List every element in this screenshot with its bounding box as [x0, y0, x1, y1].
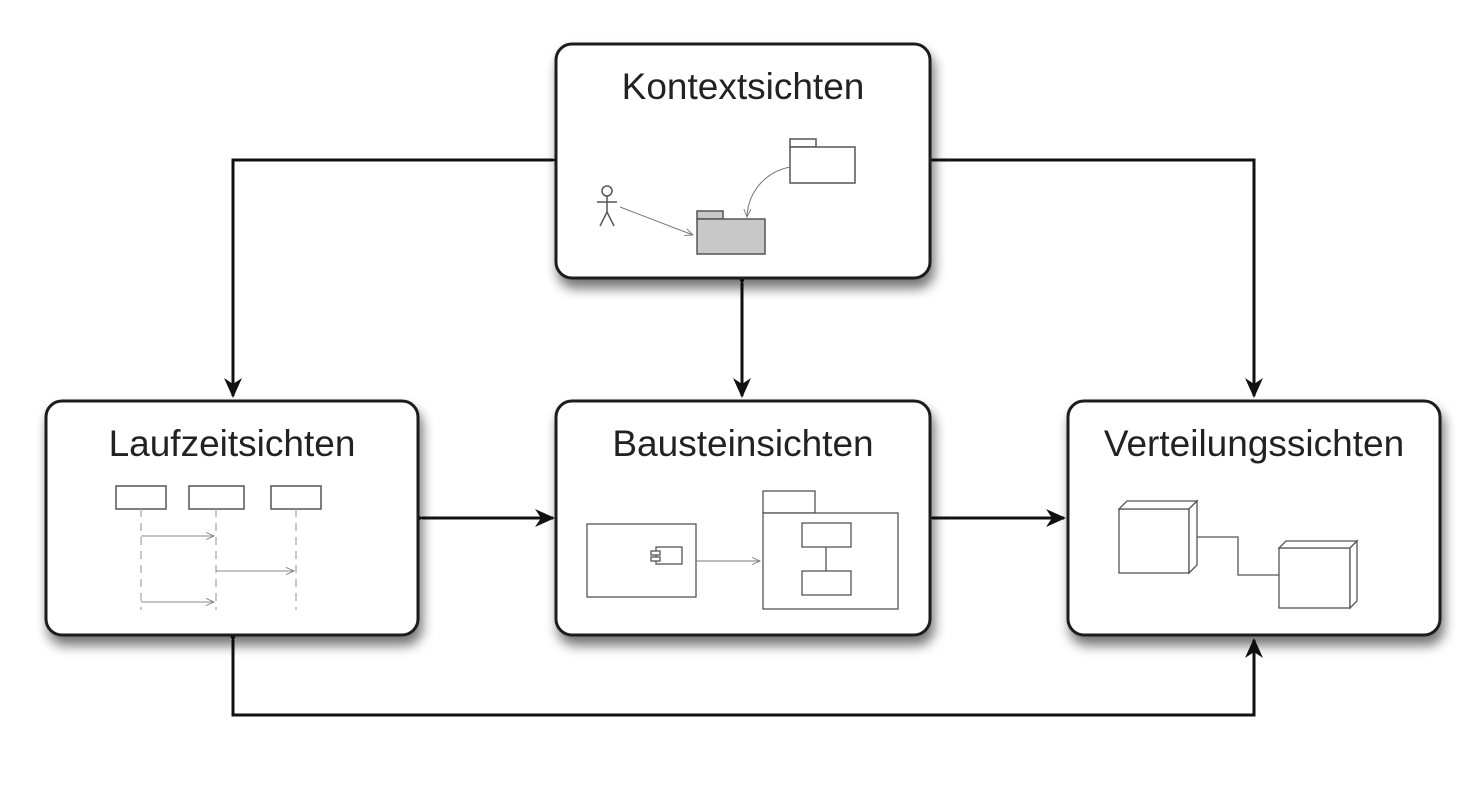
deployment-view-title: Verteilungssichten — [1104, 423, 1404, 464]
runtime-view-title: Laufzeitsichten — [109, 423, 356, 464]
arrow-runtime-deployment — [224, 622, 1263, 717]
building-block-view-title: Bausteinsichten — [612, 423, 873, 464]
context-view-box: Kontextsichten — [554, 42, 932, 280]
runtime-view-box: Laufzeitsichten — [44, 399, 420, 637]
connectors — [224, 151, 1263, 717]
deployment-node-icon — [1117, 499, 1359, 610]
building-block-view-box: Bausteinsichten — [554, 399, 932, 637]
arrow-context-runtime — [224, 151, 571, 398]
context-view-title: Kontextsichten — [622, 66, 865, 107]
deployment-view-box: Verteilungssichten — [1066, 399, 1442, 637]
component-diagram-icon — [586, 490, 899, 610]
sequence-diagram-icon — [115, 485, 322, 610]
context-sketch-icon — [597, 138, 856, 255]
arrow-context-deployment — [914, 151, 1263, 398]
